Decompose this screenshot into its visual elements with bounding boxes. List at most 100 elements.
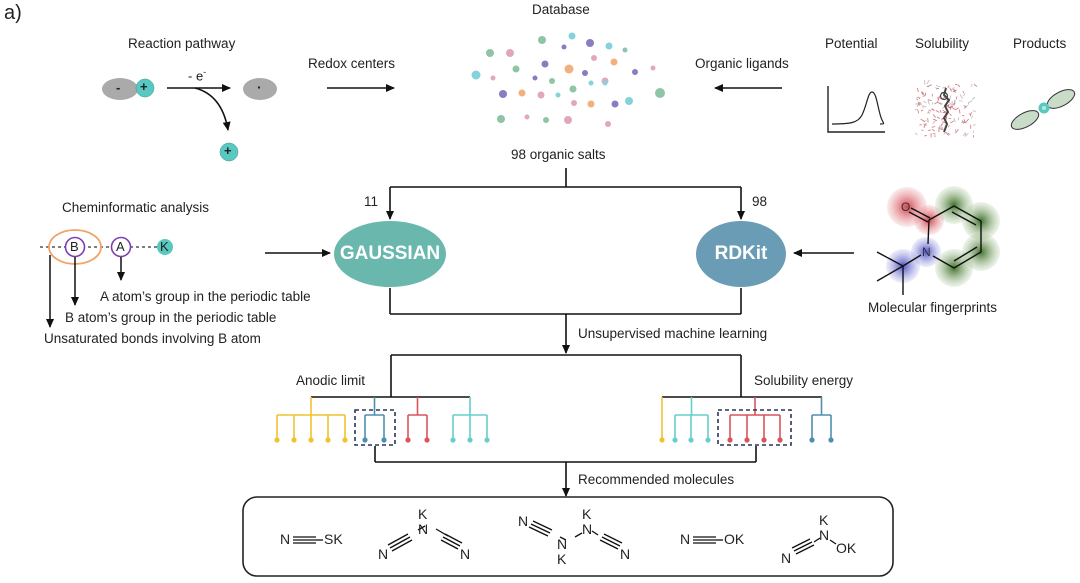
atom-label: N <box>460 546 471 562</box>
database-dot <box>518 89 526 97</box>
atom-label: N <box>378 546 389 562</box>
cluster-leaf <box>405 437 411 443</box>
solvent-molecule <box>931 129 935 132</box>
solvent-molecule <box>951 103 954 109</box>
solvent-molecule <box>948 100 952 105</box>
recommend-connector <box>374 446 757 497</box>
database-dot <box>486 49 494 57</box>
solvent-molecule <box>950 120 955 124</box>
solvent-molecule <box>964 132 969 137</box>
solubility-energy-title: Solubility energy <box>754 373 854 388</box>
cluster-leaf <box>727 437 733 443</box>
atom-label: K <box>819 512 829 528</box>
atom-label: N <box>418 521 429 537</box>
atom-a: A <box>116 239 125 254</box>
atom-label: K <box>418 506 428 522</box>
solvent-molecule <box>927 99 932 101</box>
split-connector <box>386 168 745 220</box>
reaction-pathway-title: Reaction pathway <box>128 36 236 51</box>
solvent-molecule <box>937 96 940 102</box>
database-dot <box>471 70 481 80</box>
solvent-molecule <box>931 108 934 111</box>
atom-label: K <box>582 506 592 522</box>
solvent-molecule <box>928 109 932 112</box>
released-cation-sign: + <box>224 143 232 158</box>
database-dot <box>586 39 594 47</box>
solvent-molecule <box>948 106 953 108</box>
solvent-molecule <box>957 84 961 88</box>
recommended-molecules-box <box>242 496 894 577</box>
database-dot <box>524 114 530 120</box>
gaussian-label: GAUSSIAN <box>339 243 441 264</box>
solvent-molecule <box>949 87 952 92</box>
cluster-leaf <box>325 437 331 443</box>
atom-label: N <box>620 546 631 562</box>
database-dot <box>569 85 577 93</box>
solvent-molecule <box>953 117 956 123</box>
solvent-molecule <box>923 123 926 129</box>
gaussian-count: 11 <box>364 194 379 209</box>
solvent-molecule <box>950 106 956 110</box>
solvation-box-icon <box>914 79 978 138</box>
cluster-leaf <box>705 437 711 443</box>
rdkit-count: 98 <box>752 194 768 209</box>
property-potential-label: Potential <box>825 36 878 51</box>
dissociation-products-icon <box>1010 89 1076 130</box>
solvent-molecule <box>947 124 950 128</box>
cheminformatic-title: Cheminformatic analysis <box>62 200 210 215</box>
solvent-molecule <box>916 87 919 93</box>
atom-label: N <box>518 513 529 529</box>
database-dot <box>561 44 567 50</box>
organic-ligands-label: Organic ligands <box>695 56 789 71</box>
solvent-molecule <box>947 85 950 89</box>
atom-label: OK <box>836 540 857 556</box>
database-dot <box>555 92 561 98</box>
radical-icon <box>243 78 277 100</box>
solvent-molecule <box>923 100 927 104</box>
database-dot <box>543 117 549 123</box>
reaction-pathway-graphic <box>102 78 277 162</box>
atom-label: SK <box>324 531 343 547</box>
cluster-leaf <box>761 437 767 443</box>
solvent-molecule <box>935 86 938 90</box>
solvent-molecule <box>972 124 976 126</box>
cheminformatic-graphic <box>40 229 173 328</box>
recommend-step-label: Recommended molecules <box>578 472 735 487</box>
solvent-molecule <box>945 103 950 108</box>
solvent-molecule <box>936 85 941 88</box>
fingerprint-caption: Molecular fingerprints <box>868 300 998 315</box>
solvent-molecule <box>963 105 967 108</box>
database-dot <box>605 121 611 127</box>
ml-step-label: Unsupervised machine learning <box>578 326 768 341</box>
solvent-molecule <box>962 133 966 136</box>
solute-chain <box>942 87 951 133</box>
fingerprint-atom-o: O <box>901 200 911 214</box>
cluster-leaf <box>308 437 314 443</box>
atom-label: N <box>680 531 691 547</box>
solvent-molecule <box>914 132 918 136</box>
database-dot <box>538 36 546 44</box>
solvent-molecule <box>947 132 951 136</box>
atom-label: K <box>557 551 567 567</box>
database-dot <box>591 55 597 61</box>
solvent-molecule <box>942 86 947 89</box>
feature-unsaturated-bonds: Unsaturated bonds involving B atom <box>44 331 261 346</box>
cluster-leaf <box>291 437 297 443</box>
solvent-molecule <box>955 107 959 111</box>
cluster-leaf <box>688 437 694 443</box>
radical-sign: · <box>257 79 262 95</box>
redox-centers-label: Redox centers <box>308 56 396 71</box>
atom-label: N <box>557 536 568 552</box>
cation-icon <box>135 78 155 98</box>
solvent-molecule <box>962 115 965 117</box>
database-dot <box>610 58 618 66</box>
database-dot <box>625 97 633 105</box>
solvent-molecule <box>916 102 921 107</box>
solvent-molecule <box>953 89 957 92</box>
selected-cluster-box <box>354 409 396 446</box>
molecule-bonds <box>293 520 837 555</box>
solvent-molecule <box>963 93 966 97</box>
database-dot <box>622 47 628 53</box>
database-dot <box>537 91 545 99</box>
solvent-molecule <box>920 109 924 112</box>
